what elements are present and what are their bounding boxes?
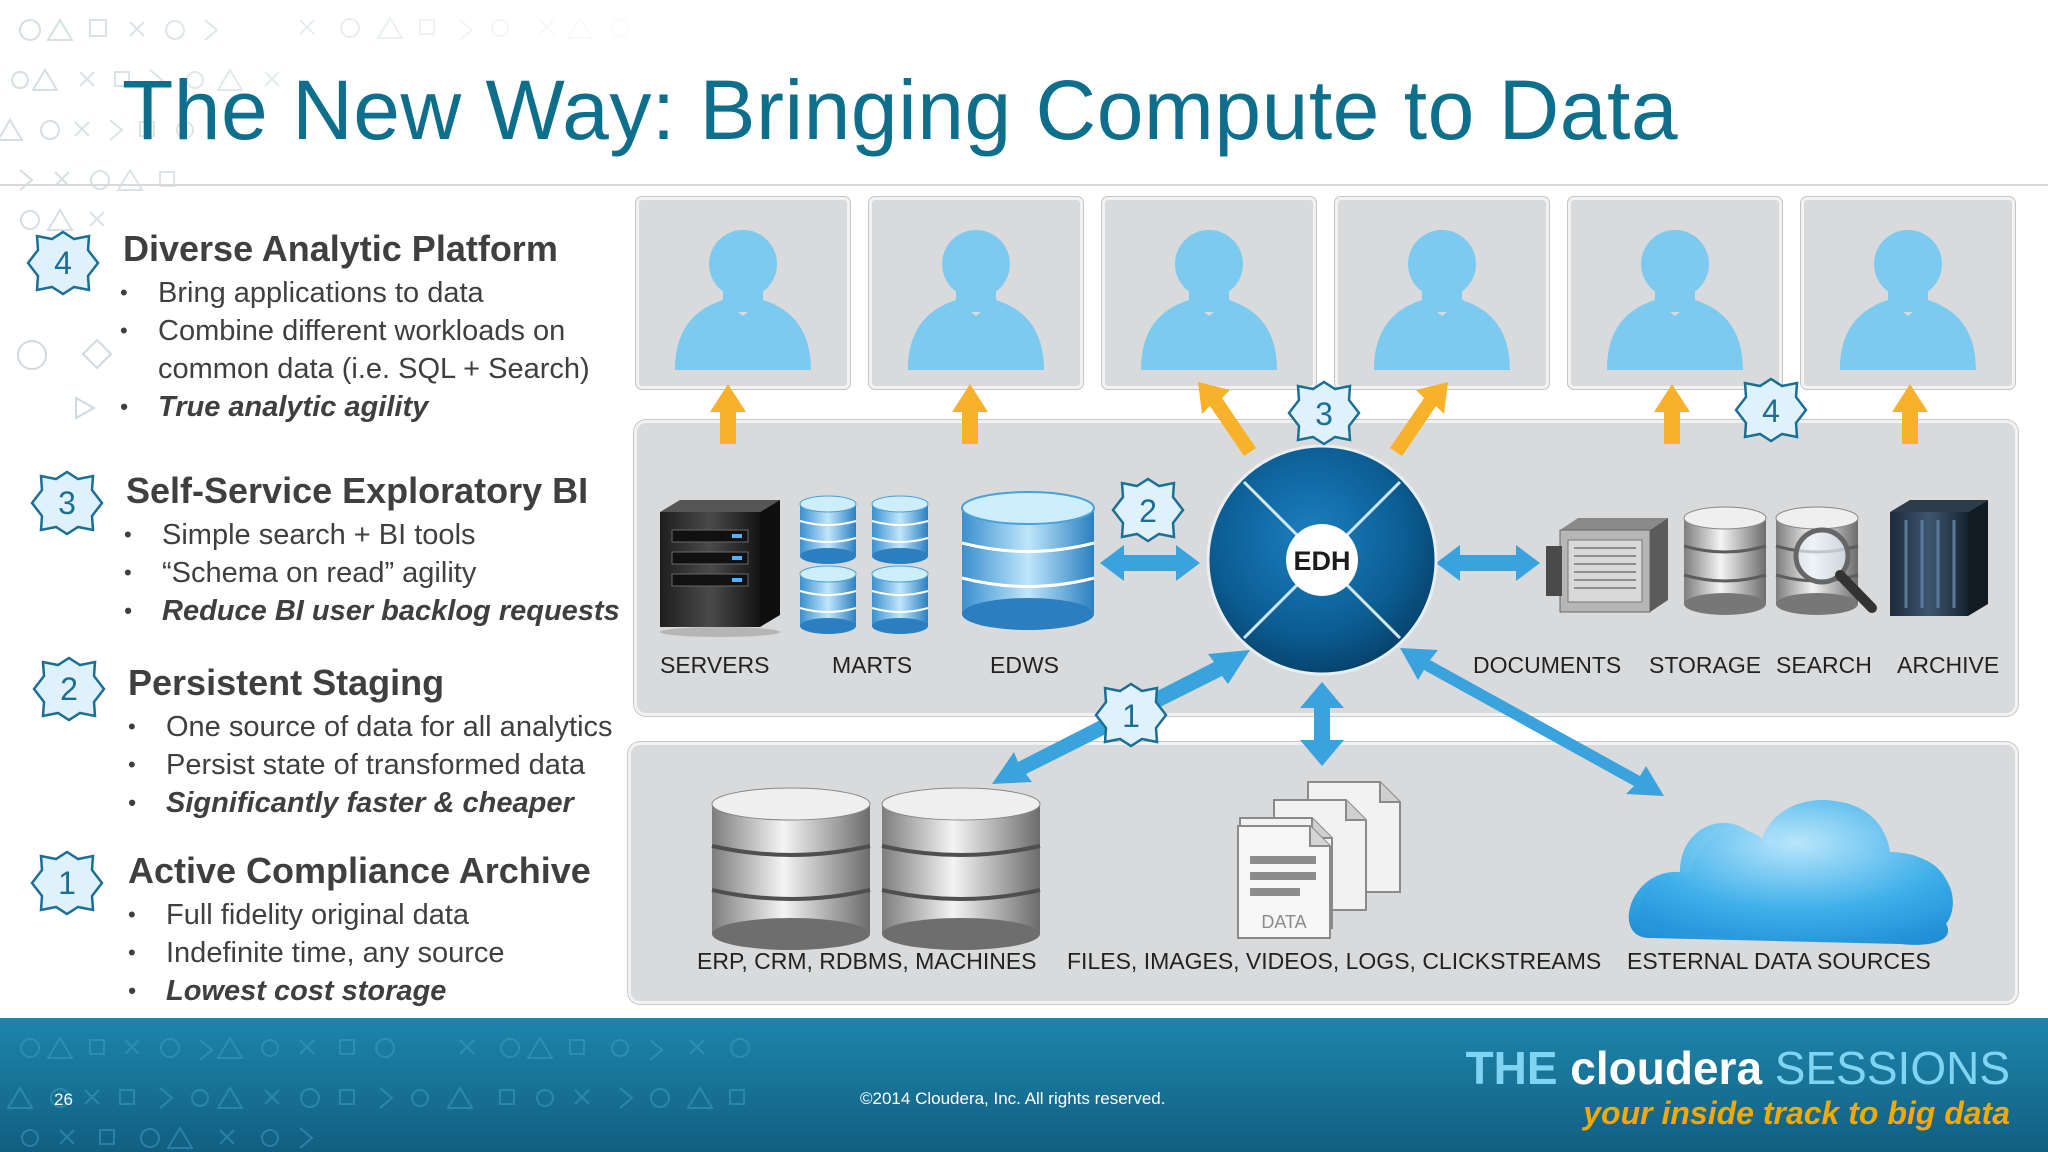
user-box bbox=[1102, 197, 1316, 389]
bullet-emphasis: Lowest cost storage bbox=[128, 972, 505, 1010]
user-icon bbox=[1607, 230, 1743, 370]
files-documents-icon: DATA bbox=[1237, 781, 1401, 939]
archive-rack-icon bbox=[1890, 500, 1988, 616]
bullet-emphasis: Significantly faster & cheaper bbox=[128, 784, 613, 822]
bullet: Indefinite time, any source bbox=[128, 934, 505, 972]
svg-text:1: 1 bbox=[58, 865, 76, 901]
diagram-badge-3: 3 bbox=[1287, 380, 1361, 446]
section-title-self-service-bi: Self-Service Exploratory BI bbox=[126, 470, 589, 511]
label-files-images: FILES, IMAGES, VIDEOS, LOGS, CLICKSTREAM… bbox=[1067, 948, 1602, 974]
brand-sessions: SESSIONS bbox=[1762, 1042, 2010, 1094]
bullet: “Schema on read” agility bbox=[124, 554, 620, 592]
marts-icon bbox=[799, 495, 929, 634]
copyright-notice: ©2014 Cloudera, Inc. All rights reserved… bbox=[860, 1089, 1166, 1108]
section-title-diverse-analytic-platform: Diverse Analytic Platform bbox=[123, 228, 558, 269]
data-stamp: DATA bbox=[1261, 912, 1306, 932]
footer-bar bbox=[0, 1018, 2048, 1152]
erp-database-icon bbox=[711, 787, 1041, 950]
user-icon bbox=[1141, 230, 1277, 370]
label-external-sources: ESTERNAL DATA SOURCES bbox=[1627, 948, 1931, 974]
edh-label: EDH bbox=[1293, 546, 1350, 576]
diagram-badge-1: 1 bbox=[1094, 682, 1168, 748]
badge-2: 2 bbox=[32, 656, 106, 722]
label-search: SEARCH bbox=[1776, 652, 1872, 678]
arrow-edh-documents bbox=[1436, 545, 1540, 581]
slide-title: The New Way: Bringing Compute to Data bbox=[122, 63, 1679, 157]
badge-1: 1 bbox=[30, 850, 104, 916]
user-icon bbox=[1840, 230, 1976, 370]
arrow-edh-external bbox=[1400, 648, 1664, 796]
page-number: 26 bbox=[54, 1090, 73, 1109]
orange-arrows bbox=[710, 382, 1928, 456]
bullet: Bring applications to data bbox=[120, 274, 590, 312]
label-archive: ARCHIVE bbox=[1897, 652, 2000, 678]
bullet: Full fidelity original data bbox=[128, 896, 505, 934]
user-icon bbox=[675, 230, 811, 370]
section-bullets-4: Bring applications to data Combine diffe… bbox=[120, 274, 590, 426]
label-edws: EDWS bbox=[990, 652, 1059, 678]
user-icon bbox=[1374, 230, 1510, 370]
svg-text:3: 3 bbox=[58, 485, 76, 521]
edws-database-icon bbox=[961, 491, 1095, 630]
bullet: Persist state of transformed data bbox=[128, 746, 613, 784]
user-box bbox=[1335, 197, 1549, 389]
brand-cloudera: cloudera bbox=[1570, 1042, 1763, 1094]
cloudera-sessions-logo: THE cloudera SESSIONS your inside track … bbox=[1466, 1043, 2010, 1133]
label-marts: MARTS bbox=[832, 652, 913, 678]
svg-text:4: 4 bbox=[1762, 393, 1780, 429]
diagram-badge-2: 2 bbox=[1111, 477, 1185, 543]
section-title-active-compliance-archive: Active Compliance Archive bbox=[128, 850, 591, 891]
user-box bbox=[1568, 197, 1782, 389]
bullet: One source of data for all analytics bbox=[128, 708, 613, 746]
user-box bbox=[636, 197, 850, 389]
section-bullets-2: One source of data for all analytics Per… bbox=[128, 708, 613, 822]
bullet-continuation: common data (i.e. SQL + Search) bbox=[158, 353, 590, 385]
svg-text:2: 2 bbox=[1139, 493, 1157, 529]
arrow-edh-files bbox=[1300, 682, 1344, 766]
storage-database-icon bbox=[1683, 506, 1767, 615]
svg-text:1: 1 bbox=[1122, 698, 1140, 734]
label-erp-crm: ERP, CRM, RDBMS, MACHINES bbox=[697, 948, 1037, 974]
bullet: Combine different workloads on bbox=[120, 312, 590, 350]
bullet-emphasis: Reduce BI user backlog requests bbox=[124, 592, 620, 630]
label-storage: STORAGE bbox=[1649, 652, 1762, 678]
section-title-persistent-staging: Persistent Staging bbox=[128, 662, 445, 703]
user-box bbox=[869, 197, 1083, 389]
diagram-badge-4: 4 bbox=[1734, 377, 1808, 443]
section-bullets-3: Simple search + BI tools “Schema on read… bbox=[124, 516, 620, 630]
search-icon bbox=[1775, 506, 1877, 615]
badge-4-number: 4 bbox=[54, 245, 72, 281]
label-documents: DOCUMENTS bbox=[1473, 652, 1622, 678]
footer-pattern bbox=[6, 1036, 750, 1149]
svg-text:2: 2 bbox=[60, 671, 78, 707]
edh-hub-icon: EDH bbox=[1206, 444, 1438, 676]
bullet: Simple search + BI tools bbox=[124, 516, 620, 554]
brand-tagline: your inside track to big data bbox=[1583, 1095, 2010, 1131]
user-box bbox=[1801, 197, 2015, 389]
cloud-icon bbox=[1628, 799, 1953, 945]
badge-3: 3 bbox=[30, 470, 104, 536]
user-icon bbox=[908, 230, 1044, 370]
section-bullets-1: Full fidelity original data Indefinite t… bbox=[128, 896, 505, 1010]
svg-text:3: 3 bbox=[1315, 396, 1333, 432]
documents-icon bbox=[1546, 518, 1668, 613]
title-divider bbox=[0, 184, 2048, 186]
brand-the: THE bbox=[1465, 1042, 1571, 1094]
servers-icon bbox=[660, 500, 780, 637]
badge-4: 4 bbox=[26, 230, 100, 296]
arrow-edws-edh bbox=[1100, 545, 1200, 581]
background-pattern-lower bbox=[17, 338, 113, 420]
label-servers: SERVERS bbox=[660, 652, 770, 678]
bullet-emphasis: True analytic agility bbox=[120, 388, 590, 426]
